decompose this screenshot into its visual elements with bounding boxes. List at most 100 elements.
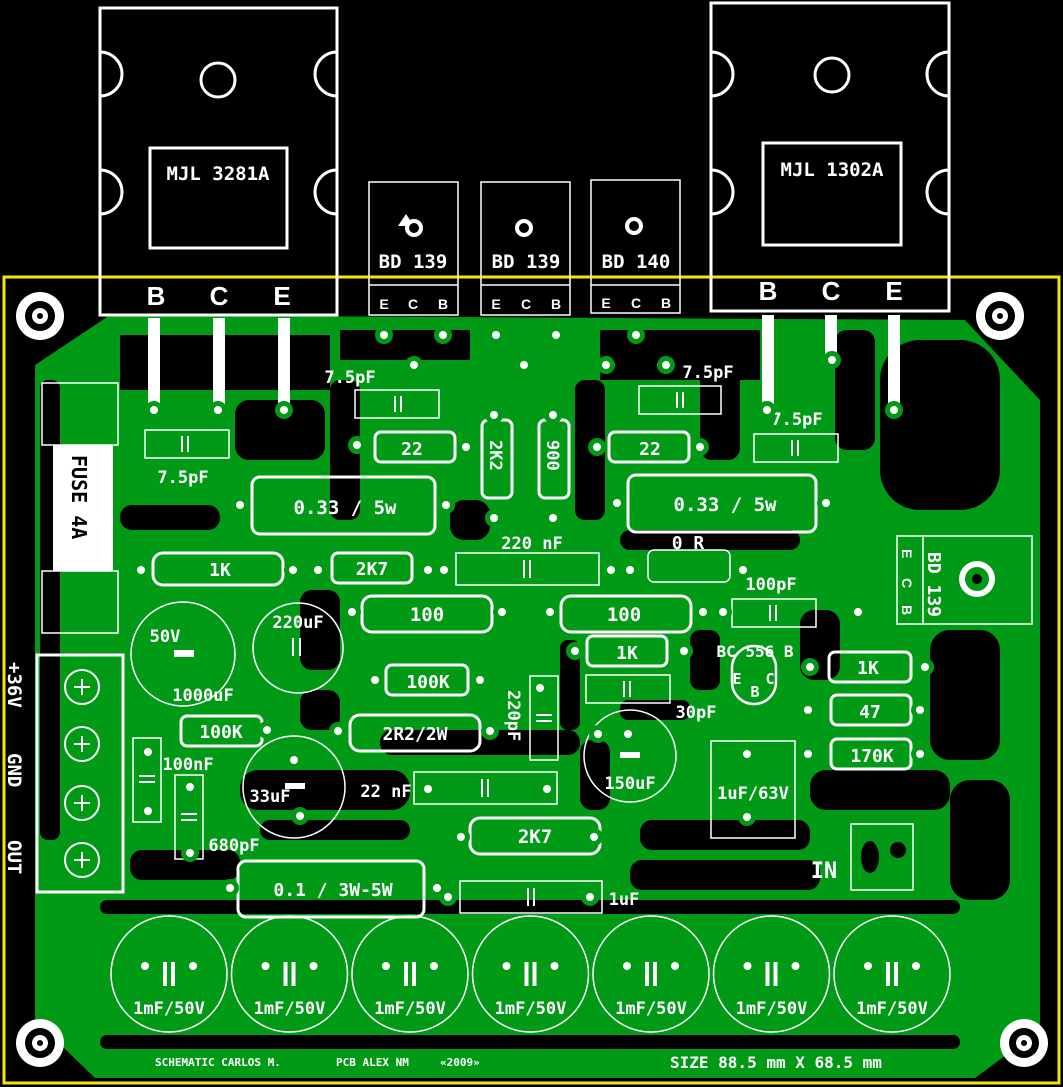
svg-text:0.1 / 3W-5W: 0.1 / 3W-5W — [273, 880, 392, 901]
pad-drill — [444, 893, 452, 901]
capacitor: 7.5pF — [324, 368, 440, 419]
pin-label: C — [521, 296, 531, 312]
pad-drill — [353, 441, 361, 449]
pad-drill — [440, 566, 448, 574]
pad-drill — [314, 566, 322, 574]
pin-label: B — [759, 276, 778, 306]
pad-drill — [263, 726, 271, 734]
pad-drill — [590, 833, 598, 841]
resistor: 0 R — [647, 533, 731, 583]
capacitor: 1uF — [459, 880, 639, 914]
pad-drill — [696, 443, 704, 451]
svg-text:100K: 100K — [199, 722, 243, 743]
pad-drill — [296, 812, 304, 820]
power-transistor-right: MJL 1302A B C E — [709, 1, 951, 407]
capacitor: 100pF — [731, 575, 817, 628]
pad-drill — [214, 406, 222, 414]
pin-label: C — [765, 670, 774, 688]
bank-capacitor: 1mF/50V — [833, 915, 951, 1033]
power-connector: +36V GND OUT — [3, 653, 125, 894]
electrolytic-capacitors: 50V 1000uF 220uF 33uF 150uF — [130, 601, 677, 839]
bank-capacitor: 1mF/50V — [592, 915, 710, 1033]
pad-drill — [280, 406, 288, 414]
pad-drill — [520, 361, 528, 369]
capacitor: 7.5pF — [144, 429, 230, 488]
capacitor: 680pF — [174, 774, 260, 860]
pad-drill — [804, 706, 812, 714]
pad-drill — [462, 443, 470, 451]
svg-text:1000uF: 1000uF — [172, 686, 233, 706]
pad-drill — [439, 331, 447, 339]
pad-drill — [144, 748, 152, 756]
input-connector: IN — [811, 823, 914, 891]
bank-capacitor-label: 1mF/50V — [133, 999, 205, 1019]
pin-label: C — [822, 276, 841, 306]
svg-text:2K7: 2K7 — [518, 826, 552, 848]
capacitor: 100nF — [132, 737, 214, 823]
bank-capacitor-label: 1mF/50V — [856, 999, 928, 1019]
driver-transistor-3: BD 140 E C B — [590, 179, 681, 314]
pad-drill — [546, 608, 554, 616]
svg-text:2R2/2W: 2R2/2W — [382, 724, 447, 745]
pad-drill — [433, 884, 441, 892]
driver-1-part: BD 139 — [379, 251, 448, 273]
bank-capacitor: 1mF/50V — [110, 915, 228, 1033]
pad-drill — [719, 608, 727, 616]
pin-label: E — [491, 296, 500, 312]
bank-capacitor-label: 1mF/50V — [374, 999, 446, 1019]
pcb-credit: PCB ALEX NM — [336, 1056, 409, 1069]
driver-3-part: BD 140 — [602, 251, 671, 273]
pad-drill — [806, 663, 814, 671]
bank-capacitor-label: 1mF/50V — [495, 999, 567, 1019]
svg-text:680pF: 680pF — [208, 836, 259, 856]
svg-text:7.5pF: 7.5pF — [682, 363, 733, 383]
pad-drill — [854, 608, 862, 616]
resistor: 22 — [607, 430, 691, 464]
pad-drill — [144, 807, 152, 815]
svg-text:0.33 / 5w: 0.33 / 5w — [674, 494, 778, 516]
svg-text:0 R: 0 R — [672, 533, 705, 554]
electrolytic-capacitor: 150uF — [583, 709, 677, 803]
svg-text:50V: 50V — [150, 627, 181, 647]
pad-drill — [626, 566, 634, 574]
pad-drill — [549, 514, 557, 522]
pad-drill — [410, 361, 418, 369]
fuse: FUSE 4A — [41, 382, 119, 634]
pin-label: B — [661, 295, 671, 311]
pad-drill — [594, 730, 602, 738]
pad-drill — [890, 406, 898, 414]
pin-label: E — [273, 281, 290, 311]
bank-capacitor-label: 1mF/50V — [615, 999, 687, 1019]
svg-text:170K: 170K — [850, 746, 894, 767]
fuse-label: FUSE 4A — [67, 455, 91, 539]
pin-label: C — [210, 281, 229, 311]
svg-text:0.33 / 5w: 0.33 / 5w — [294, 497, 398, 519]
pin-label: B — [438, 296, 448, 312]
resistor: 100K — [384, 663, 470, 697]
pin-label: E — [379, 296, 388, 312]
electrolytic-capacitor: 50V 1000uF — [130, 601, 236, 707]
pin-label: C — [899, 578, 915, 588]
pad-drill — [607, 566, 615, 574]
power-transistor-right-part: MJL 1302A — [781, 159, 885, 181]
svg-text:150uF: 150uF — [604, 774, 655, 794]
schematic-credit: SCHEMATIC CARLOS M. — [155, 1056, 281, 1069]
pin-label: E — [899, 549, 915, 558]
svg-text:7.5pF: 7.5pF — [157, 468, 208, 488]
capacitor: 30pF — [585, 674, 717, 723]
svg-text:2K2: 2K2 — [485, 440, 505, 471]
bank-capacitor-label: 1mF/50V — [254, 999, 326, 1019]
pad-drill — [763, 406, 771, 414]
board-outline — [2, 275, 1061, 1085]
driver-2-part: BD 139 — [492, 251, 561, 273]
svg-text:30pF: 30pF — [676, 703, 717, 723]
pad-drill — [593, 443, 601, 451]
pad-drill — [828, 356, 836, 364]
svg-text:220uF: 220uF — [272, 613, 323, 633]
resistor: 100 — [360, 594, 494, 634]
pad-drill — [699, 608, 707, 616]
pad-drill — [137, 566, 145, 574]
driver-transistor-1: BD 139 E C B — [368, 181, 459, 316]
pad-drill — [348, 608, 356, 616]
